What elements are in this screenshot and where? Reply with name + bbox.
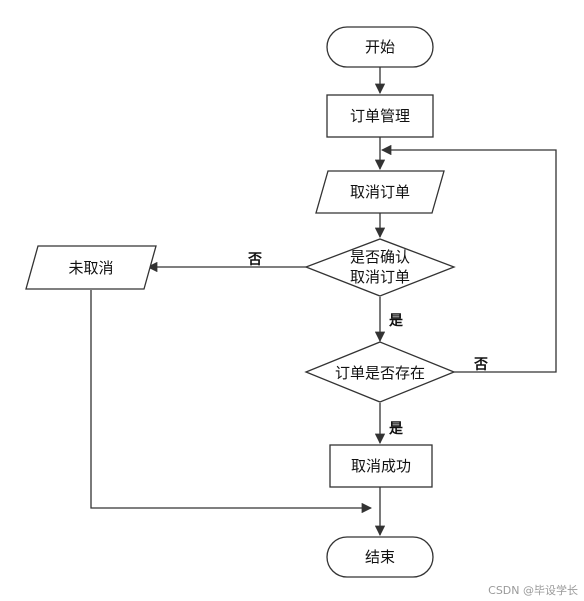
edge-label-exists-no: 否: [473, 357, 488, 373]
cancel-order-node: 取消订单: [315, 170, 445, 214]
order-exists-decision: 订单是否存在: [304, 341, 456, 403]
edge-label-exists-yes: 是: [389, 421, 404, 437]
confirm-cancel-label-line1: 是否确认: [350, 248, 410, 266]
order-exists-label: 订单是否存在: [335, 364, 425, 382]
watermark: CSDN @毕设学长: [488, 583, 578, 597]
connectors: [90, 67, 557, 537]
not-cancelled-node: 未取消: [25, 245, 157, 290]
not-cancelled-label: 未取消: [68, 259, 113, 277]
cancel-order-label: 取消订单: [350, 183, 410, 201]
start-label: 开始: [365, 38, 395, 56]
confirm-cancel-label-line2: 取消订单: [350, 268, 410, 286]
edge-label-confirm-no: 否: [247, 252, 262, 268]
confirm-cancel-decision: 是否确认 取消订单: [304, 238, 456, 297]
cancel-success-label: 取消成功: [351, 457, 411, 475]
arrow-not-cancelled-to-end: [90, 290, 373, 514]
end-label: 结束: [365, 548, 395, 566]
start-node: 开始: [326, 26, 434, 68]
cancel-success-node: 取消成功: [329, 444, 433, 488]
edge-label-confirm-yes: 是: [389, 313, 404, 329]
order-management-node: 订单管理: [326, 94, 434, 138]
order-management-label: 订单管理: [350, 107, 410, 125]
end-node: 结束: [326, 536, 434, 578]
arrow-exists-no-loop-back: [380, 144, 557, 373]
